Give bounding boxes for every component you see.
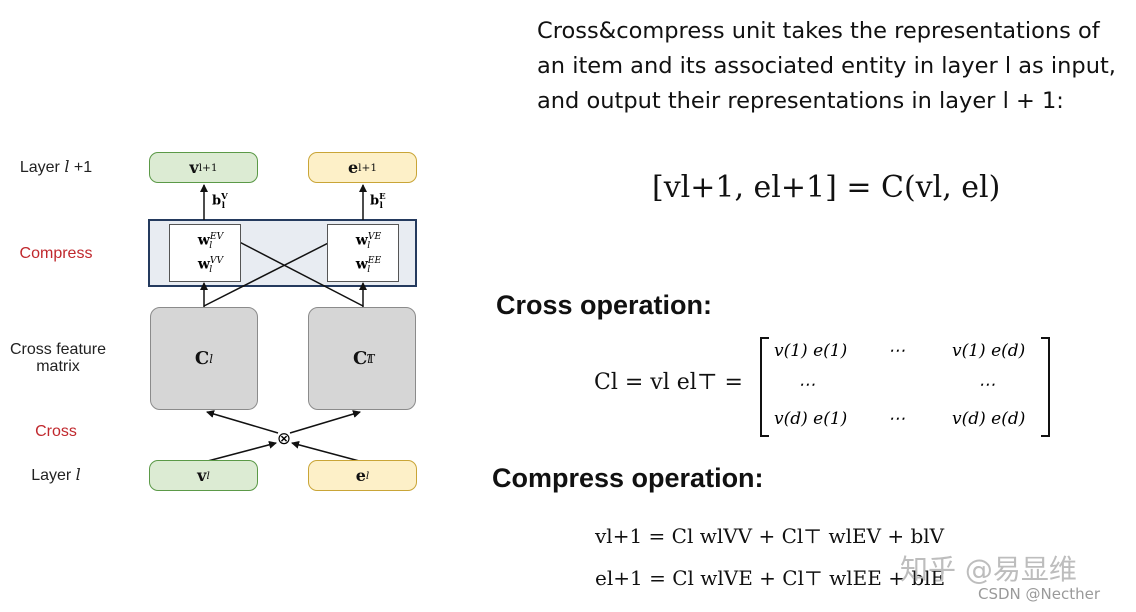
w-vv: wVVl	[197, 255, 224, 276]
layer-label: Layer l	[31, 465, 81, 484]
w-ee: wEEl	[355, 255, 382, 276]
cross-compress-diagram: ⊗	[148, 184, 417, 463]
arrow-e-to-otimes	[291, 440, 364, 463]
weights-right-box: wVEl wEEl	[327, 224, 399, 282]
cross-symbol: ⊗	[277, 429, 291, 449]
cell-1-2: ⋯	[888, 341, 905, 361]
bias-v-label: bVl	[212, 192, 228, 211]
cell-2-1: ⋯	[798, 375, 815, 395]
main-equation: [vl+1, el+1] = C(vl, el)	[652, 170, 1001, 205]
cell-1-1: v(1) e(1)	[774, 341, 848, 361]
watermark-csdn: CSDN @Necther	[978, 585, 1101, 603]
compress-equation-2: el+1 = Cl wlVE + Cl⊤ wlEE + blE	[595, 566, 946, 590]
description-paragraph: Cross&compress unit takes the representa…	[537, 18, 1116, 114]
arrow-c-to-right	[203, 232, 349, 307]
cross-matrix: v(1) e(1) ⋯ v(1) e(d) ⋯ ⋯ v(d) e(1) ⋯ v(…	[760, 337, 1050, 437]
w-ve: wVEl	[355, 230, 382, 251]
weights-left-box: wEVl wVVl	[169, 224, 241, 282]
compress-label: Compress	[19, 245, 93, 262]
cell-1-3: v(1) e(d)	[952, 341, 1026, 361]
matrix-left-bracket	[760, 337, 769, 437]
compress-equation-1: vl+1 = Cl wlVV + Cl⊤ wlEV + blV	[595, 524, 945, 548]
bias-e-label: bEl	[370, 192, 386, 211]
arrow-v-to-otimes	[203, 440, 277, 463]
cross-heading: Cross operation:	[496, 290, 713, 320]
arrow-otimes-to-ct	[289, 410, 361, 434]
matrix-right-bracket	[1041, 337, 1050, 437]
layer-next-label: Layer l +1	[19, 157, 93, 176]
cell-2-3: ⋯	[978, 375, 995, 395]
cell-3-2: ⋯	[888, 409, 905, 429]
arrow-ct-to-left	[221, 232, 364, 307]
cell-3-1: v(d) e(1)	[774, 409, 848, 429]
arrow-otimes-to-c	[206, 410, 279, 434]
cross-equation-lhs: Cl = vl el⊤ =	[594, 370, 743, 395]
compress-heading: Compress operation:	[492, 463, 764, 493]
watermark-zhihu: 知乎 @易显维	[900, 553, 1077, 586]
cross-label: Cross	[35, 423, 77, 440]
cell-3-3: v(d) e(d)	[952, 409, 1026, 429]
w-ev: wEVl	[197, 230, 224, 251]
